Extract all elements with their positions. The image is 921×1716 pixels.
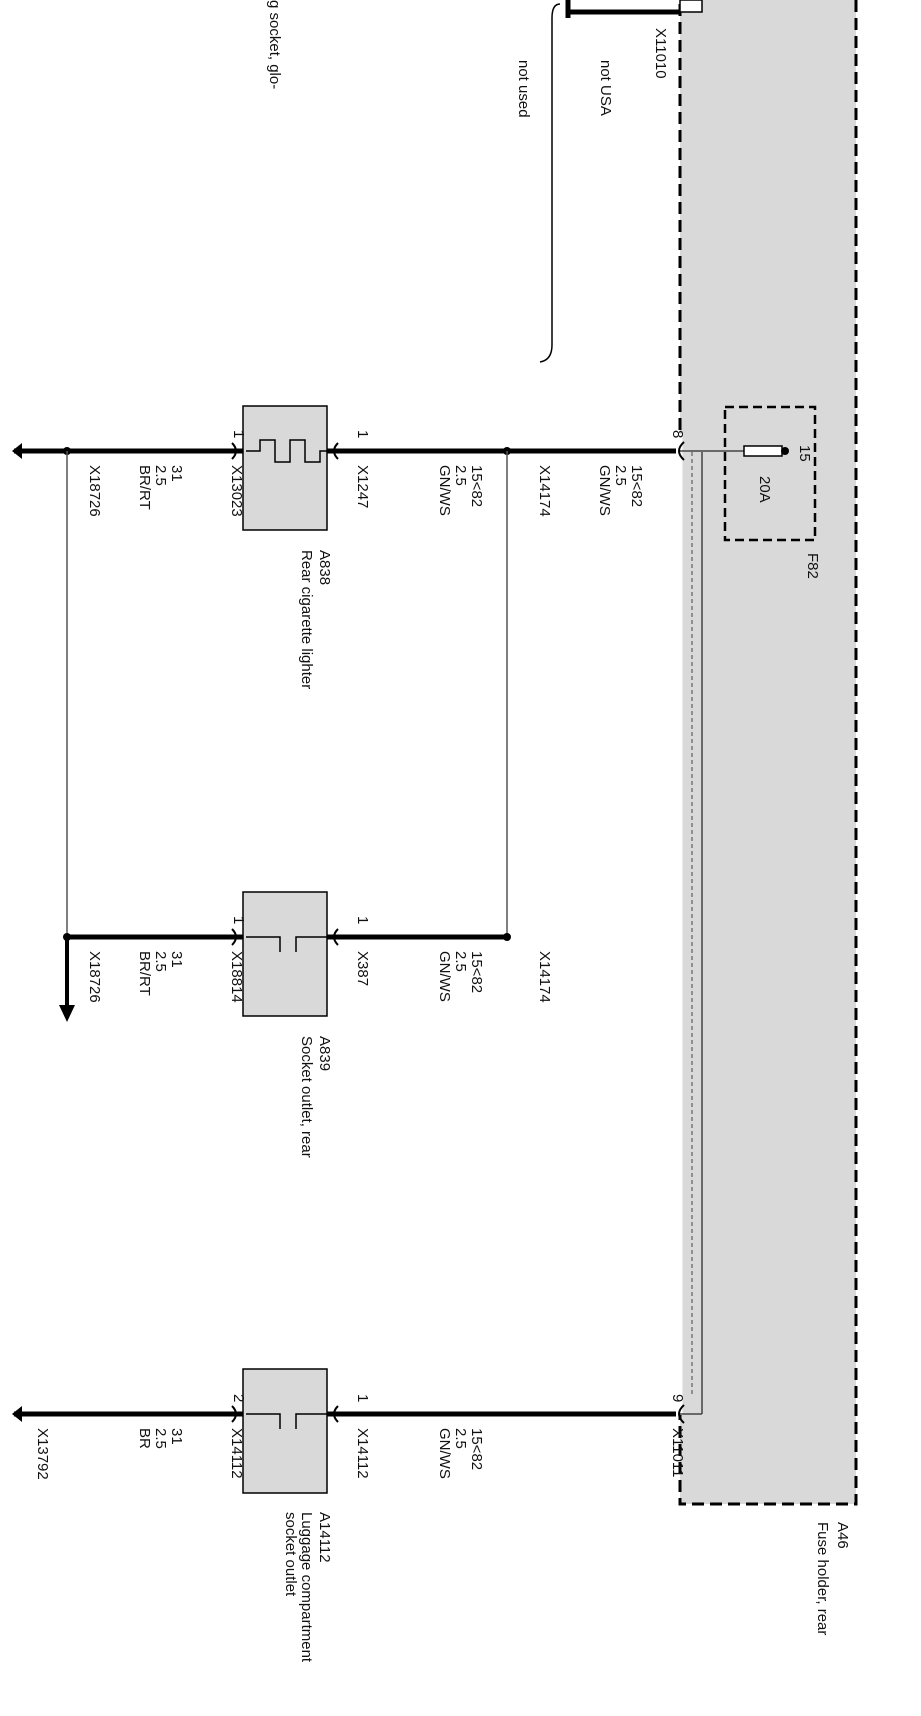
lighter-gnd-size: 2.5: [152, 465, 169, 486]
splice-x14174-dot-2: [503, 933, 511, 941]
socket-rear-name: Socket outlet, rear: [298, 1036, 315, 1158]
socket-rear-connector-out: X18814: [228, 951, 245, 1003]
feed8-color: GN/WS: [596, 465, 613, 516]
luggage-connector-in: X14112: [354, 1428, 371, 1479]
socket-rear-pin-in-label: 1: [354, 916, 371, 924]
ground-arrow-top: [12, 443, 22, 459]
ground-arrow-luggage: [12, 1406, 22, 1422]
not-usa-label: not USA: [597, 60, 614, 116]
luggage-pin-in: [333, 1405, 339, 1423]
lighter-box: [242, 405, 328, 531]
luggage-pin-in-label: 1: [354, 1394, 371, 1402]
pin8-connector: [678, 441, 685, 461]
socket-rear-wire-sig: 15<82: [468, 951, 485, 993]
connector-x11010-stub: [679, 0, 703, 13]
lighter-ground-label: X18726: [86, 465, 103, 517]
socket-rear-gnd-size: 2.5: [152, 951, 169, 972]
lighter-name: Rear cigarette lighter: [298, 550, 315, 689]
luggage-gnd-sig: 31: [168, 1428, 185, 1445]
lighter-pin-out: [231, 442, 237, 460]
pin9-connector: [678, 1404, 685, 1424]
lighter-pin-out-label: 1: [230, 430, 247, 438]
not-used-label: not used: [515, 60, 532, 118]
fuse-holder-id: A46: [834, 1522, 851, 1549]
lighter-heating-element: [246, 439, 330, 463]
luggage-name-line2: socket outlet: [282, 1512, 299, 1597]
fuse-id: F82: [804, 553, 821, 579]
luggage-gnd-color: BR: [136, 1428, 153, 1449]
socket-rear-box: [242, 891, 328, 1017]
socket-rear-splice: X14174: [536, 951, 553, 1003]
top-fragment-label: g socket, glo-: [266, 0, 283, 89]
luggage-pin-out: [231, 1405, 237, 1423]
fuse-terminal-dot: [781, 447, 789, 455]
luggage-ground-label: X13792: [34, 1428, 51, 1480]
luggage-wire-sig: 15<82: [468, 1428, 485, 1470]
luggage-contact-2: [295, 1413, 330, 1429]
fuse-rating: 20A: [756, 476, 773, 503]
luggage-box: [242, 1368, 328, 1494]
ground-arrow-bottom: [59, 1005, 75, 1022]
lighter-connector-out: X13023: [228, 465, 245, 517]
socket-rear-wire-color: GN/WS: [436, 951, 453, 1002]
socket-rear-pin-out-label: 1: [230, 916, 247, 924]
luggage-id: A14112: [316, 1512, 333, 1563]
luggage-connector-out: X14112: [228, 1428, 245, 1479]
feed8-size: 2.5: [612, 465, 629, 486]
socket-rear-ground-label: X18726: [86, 951, 103, 1003]
lighter-connector-in: X1247: [354, 465, 371, 508]
luggage-wire-size: 2.5: [452, 1428, 469, 1449]
socket-rear-contact: [246, 936, 281, 952]
socket-rear-gnd-sig: 31: [168, 951, 185, 968]
lighter-wire-size: 2.5: [452, 465, 469, 486]
lighter-wire-color: GN/WS: [436, 465, 453, 516]
lighter-pin-in-label: 1: [354, 430, 371, 438]
feed8-sig: 15<82: [628, 465, 645, 507]
fuse-terminal: 15: [796, 445, 813, 462]
splice-x14174-label: X14174: [536, 465, 553, 517]
socket-rear-contact-2: [295, 936, 330, 952]
x11011-label: X11011: [669, 1428, 686, 1478]
lighter-gnd-color: BR/RT: [136, 465, 153, 510]
socket-rear-wire-size: 2.5: [452, 951, 469, 972]
pin-8-label: 8: [669, 430, 686, 438]
brace-not-used: [539, 3, 561, 363]
lighter-pin-in: [333, 442, 339, 460]
luggage-contact: [246, 1413, 281, 1429]
luggage-name-line1: Luggage compartment: [298, 1512, 315, 1663]
fuse-holder-box: [678, 0, 858, 1506]
x11010-label: X11010: [652, 28, 669, 79]
socket-rear-gnd-color: BR/RT: [136, 951, 153, 996]
socket-rear-pin-in: [333, 928, 339, 946]
luggage-pin-out-label: 2: [230, 1394, 247, 1402]
luggage-wire-color: GN/WS: [436, 1428, 453, 1479]
socket-rear-connector-in: X387: [354, 951, 371, 986]
lighter-id: A838: [316, 550, 333, 585]
fuse-holder-name: Fuse holder, rear: [814, 1522, 831, 1635]
lighter-gnd-sig: 31: [168, 465, 185, 482]
fuse-f82-box: [723, 405, 817, 542]
luggage-gnd-size: 2.5: [152, 1428, 169, 1449]
lighter-wire-sig: 15<82: [468, 465, 485, 507]
fuse-element: [743, 445, 783, 457]
socket-rear-id: A839: [316, 1036, 333, 1071]
socket-rear-pin-out: [231, 928, 237, 946]
pin-9-label: 9: [669, 1394, 686, 1402]
